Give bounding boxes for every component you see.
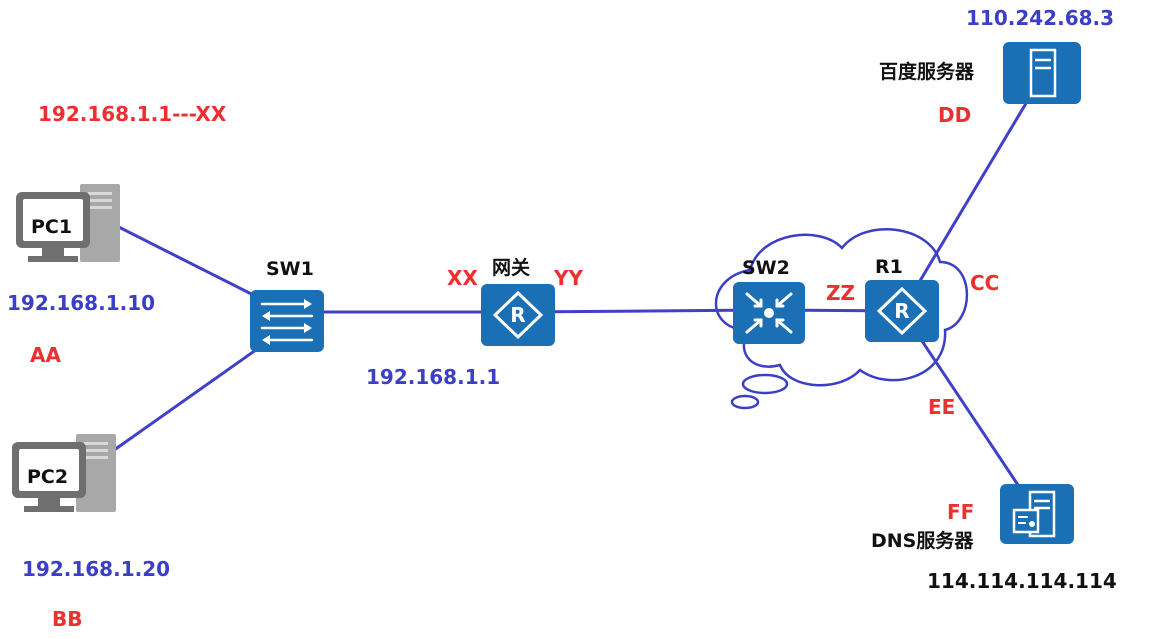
pc2-mac-label: BB xyxy=(52,607,83,631)
pc1-name: PC1 xyxy=(31,216,73,238)
l3-switch-icon[interactable] xyxy=(733,282,805,344)
baidu-ip-label: 110.242.68.3 xyxy=(966,6,1115,30)
gateway-mac-left-label: XX xyxy=(447,266,478,290)
gateway-mac-right-label: YY xyxy=(554,266,583,290)
pc-icon[interactable] xyxy=(10,182,122,266)
baidu-name-label: 百度服务器 xyxy=(879,61,975,83)
sw1-name-label: SW1 xyxy=(266,258,314,280)
internet-cloud xyxy=(714,228,969,410)
r1-name-label: R1 xyxy=(875,256,903,278)
r1-mac-top-label: CC xyxy=(970,271,1000,295)
sw2-mac-label: ZZ xyxy=(826,281,856,305)
router-icon[interactable]: R xyxy=(481,284,555,346)
pc1-ip-label: 192.168.1.10 xyxy=(7,291,156,315)
link-r1-baidu xyxy=(900,98,1030,313)
r1-mac-bottom-label: EE xyxy=(928,395,956,419)
link-gateway-sw2 xyxy=(516,308,772,314)
pc1-mac-label: AA xyxy=(30,343,61,367)
l2-switch-icon[interactable] xyxy=(250,290,324,352)
gateway-name-label: 网关 xyxy=(492,257,531,279)
dns-mac-label: FF xyxy=(947,500,975,524)
dns-ip-label: 114.114.114.114 xyxy=(927,569,1117,593)
dns-server-icon[interactable] xyxy=(1000,484,1074,544)
svg-text:R: R xyxy=(510,303,525,327)
baidu-mac-label: DD xyxy=(938,103,972,127)
pc2-name: PC2 xyxy=(27,466,69,488)
router-icon[interactable]: R xyxy=(865,280,939,342)
pc2-ip-label: 192.168.1.20 xyxy=(22,557,171,581)
sw2-name-label: SW2 xyxy=(742,257,790,279)
gateway-ip-label: 192.168.1.1 xyxy=(366,365,501,389)
server-icon[interactable] xyxy=(1003,42,1081,104)
pc-icon[interactable] xyxy=(6,432,118,516)
svg-text:R: R xyxy=(894,299,909,323)
link-r1-dns xyxy=(900,309,1030,502)
dns-name-label: DNS服务器 xyxy=(871,530,974,552)
arp-entry-label: 192.168.1.1---XX xyxy=(38,102,227,126)
